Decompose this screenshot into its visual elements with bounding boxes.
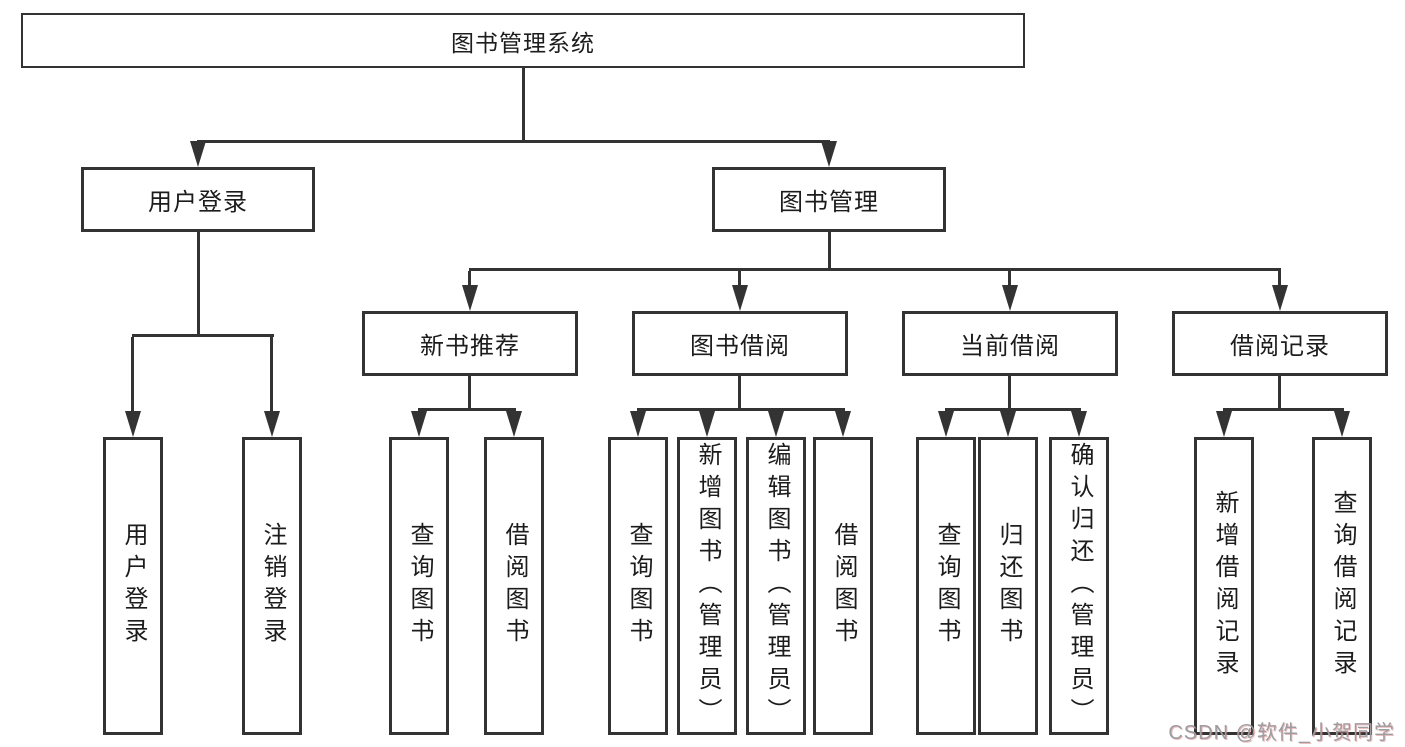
arrow-down-icon xyxy=(1272,285,1288,311)
node-current-borrowing: 当前借阅 xyxy=(902,311,1118,376)
leaf-return-books: 归还图书 xyxy=(978,437,1038,735)
connector-line xyxy=(418,408,516,411)
leaf-confirm-return-admin: 确认归还（管理员） xyxy=(1049,437,1109,735)
arrow-down-icon xyxy=(411,411,427,437)
connector-line xyxy=(1008,376,1011,408)
arrow-down-icon xyxy=(1071,411,1087,437)
leaf-query-books-current: 查询图书 xyxy=(916,437,976,735)
leaf-add-books-admin: 新增图书（管理员） xyxy=(677,437,737,735)
arrow-down-icon xyxy=(938,411,954,437)
arrow-down-icon xyxy=(732,285,748,311)
arrow-down-icon xyxy=(630,411,646,437)
node-book-borrowing: 图书借阅 xyxy=(632,311,848,376)
connector-line xyxy=(469,268,1281,271)
connector-line xyxy=(468,271,471,287)
connector-line xyxy=(468,376,471,408)
connector-line xyxy=(522,68,525,140)
connector-line xyxy=(1223,408,1344,411)
arrow-down-icon xyxy=(125,411,141,437)
arrow-down-icon xyxy=(835,411,851,437)
node-user-login: 用户登录 xyxy=(81,167,315,232)
arrow-down-icon xyxy=(1000,411,1016,437)
connector-line xyxy=(828,232,831,268)
arrow-down-icon xyxy=(699,411,715,437)
leaf-logout: 注销登录 xyxy=(242,437,302,735)
connector-line xyxy=(637,408,845,411)
connector-line xyxy=(197,232,200,334)
node-borrowing-records: 借阅记录 xyxy=(1172,311,1388,376)
leaf-query-books-borrow: 查询图书 xyxy=(608,437,668,735)
arrow-down-icon xyxy=(768,411,784,437)
node-root-library-system: 图书管理系统 xyxy=(21,13,1025,68)
leaf-borrow-books: 借阅图书 xyxy=(813,437,873,735)
node-book-management: 图书管理 xyxy=(712,167,946,232)
leaf-borrow-books-recommend: 借阅图书 xyxy=(484,437,544,735)
connector-line xyxy=(738,271,741,287)
arrow-down-icon xyxy=(1216,411,1232,437)
leaf-query-books-recommend: 查询图书 xyxy=(389,437,449,735)
connector-line xyxy=(197,140,830,143)
connector-line xyxy=(132,334,274,337)
arrow-down-icon xyxy=(506,411,522,437)
arrow-down-icon xyxy=(190,141,206,167)
arrow-down-icon xyxy=(821,141,837,167)
node-new-book-recommendation: 新书推荐 xyxy=(362,311,578,376)
connector-line xyxy=(1008,271,1011,287)
arrow-down-icon xyxy=(462,285,478,311)
connector-line xyxy=(738,376,741,408)
connector-line xyxy=(270,337,273,413)
leaf-add-borrow-record: 新增借阅记录 xyxy=(1194,437,1254,735)
csdn-watermark: CSDN @软件_小贺同学 xyxy=(1168,722,1395,744)
arrow-down-icon xyxy=(1334,411,1350,437)
connector-line xyxy=(1278,271,1281,287)
leaf-edit-books-admin: 编辑图书（管理员） xyxy=(746,437,806,735)
arrow-down-icon xyxy=(1002,285,1018,311)
leaf-query-borrow-record: 查询借阅记录 xyxy=(1312,437,1372,735)
connector-line xyxy=(945,408,1081,411)
connector-line xyxy=(1278,376,1281,408)
connector-line xyxy=(131,337,134,413)
arrow-down-icon xyxy=(264,411,280,437)
leaf-user-login: 用户登录 xyxy=(103,437,163,735)
